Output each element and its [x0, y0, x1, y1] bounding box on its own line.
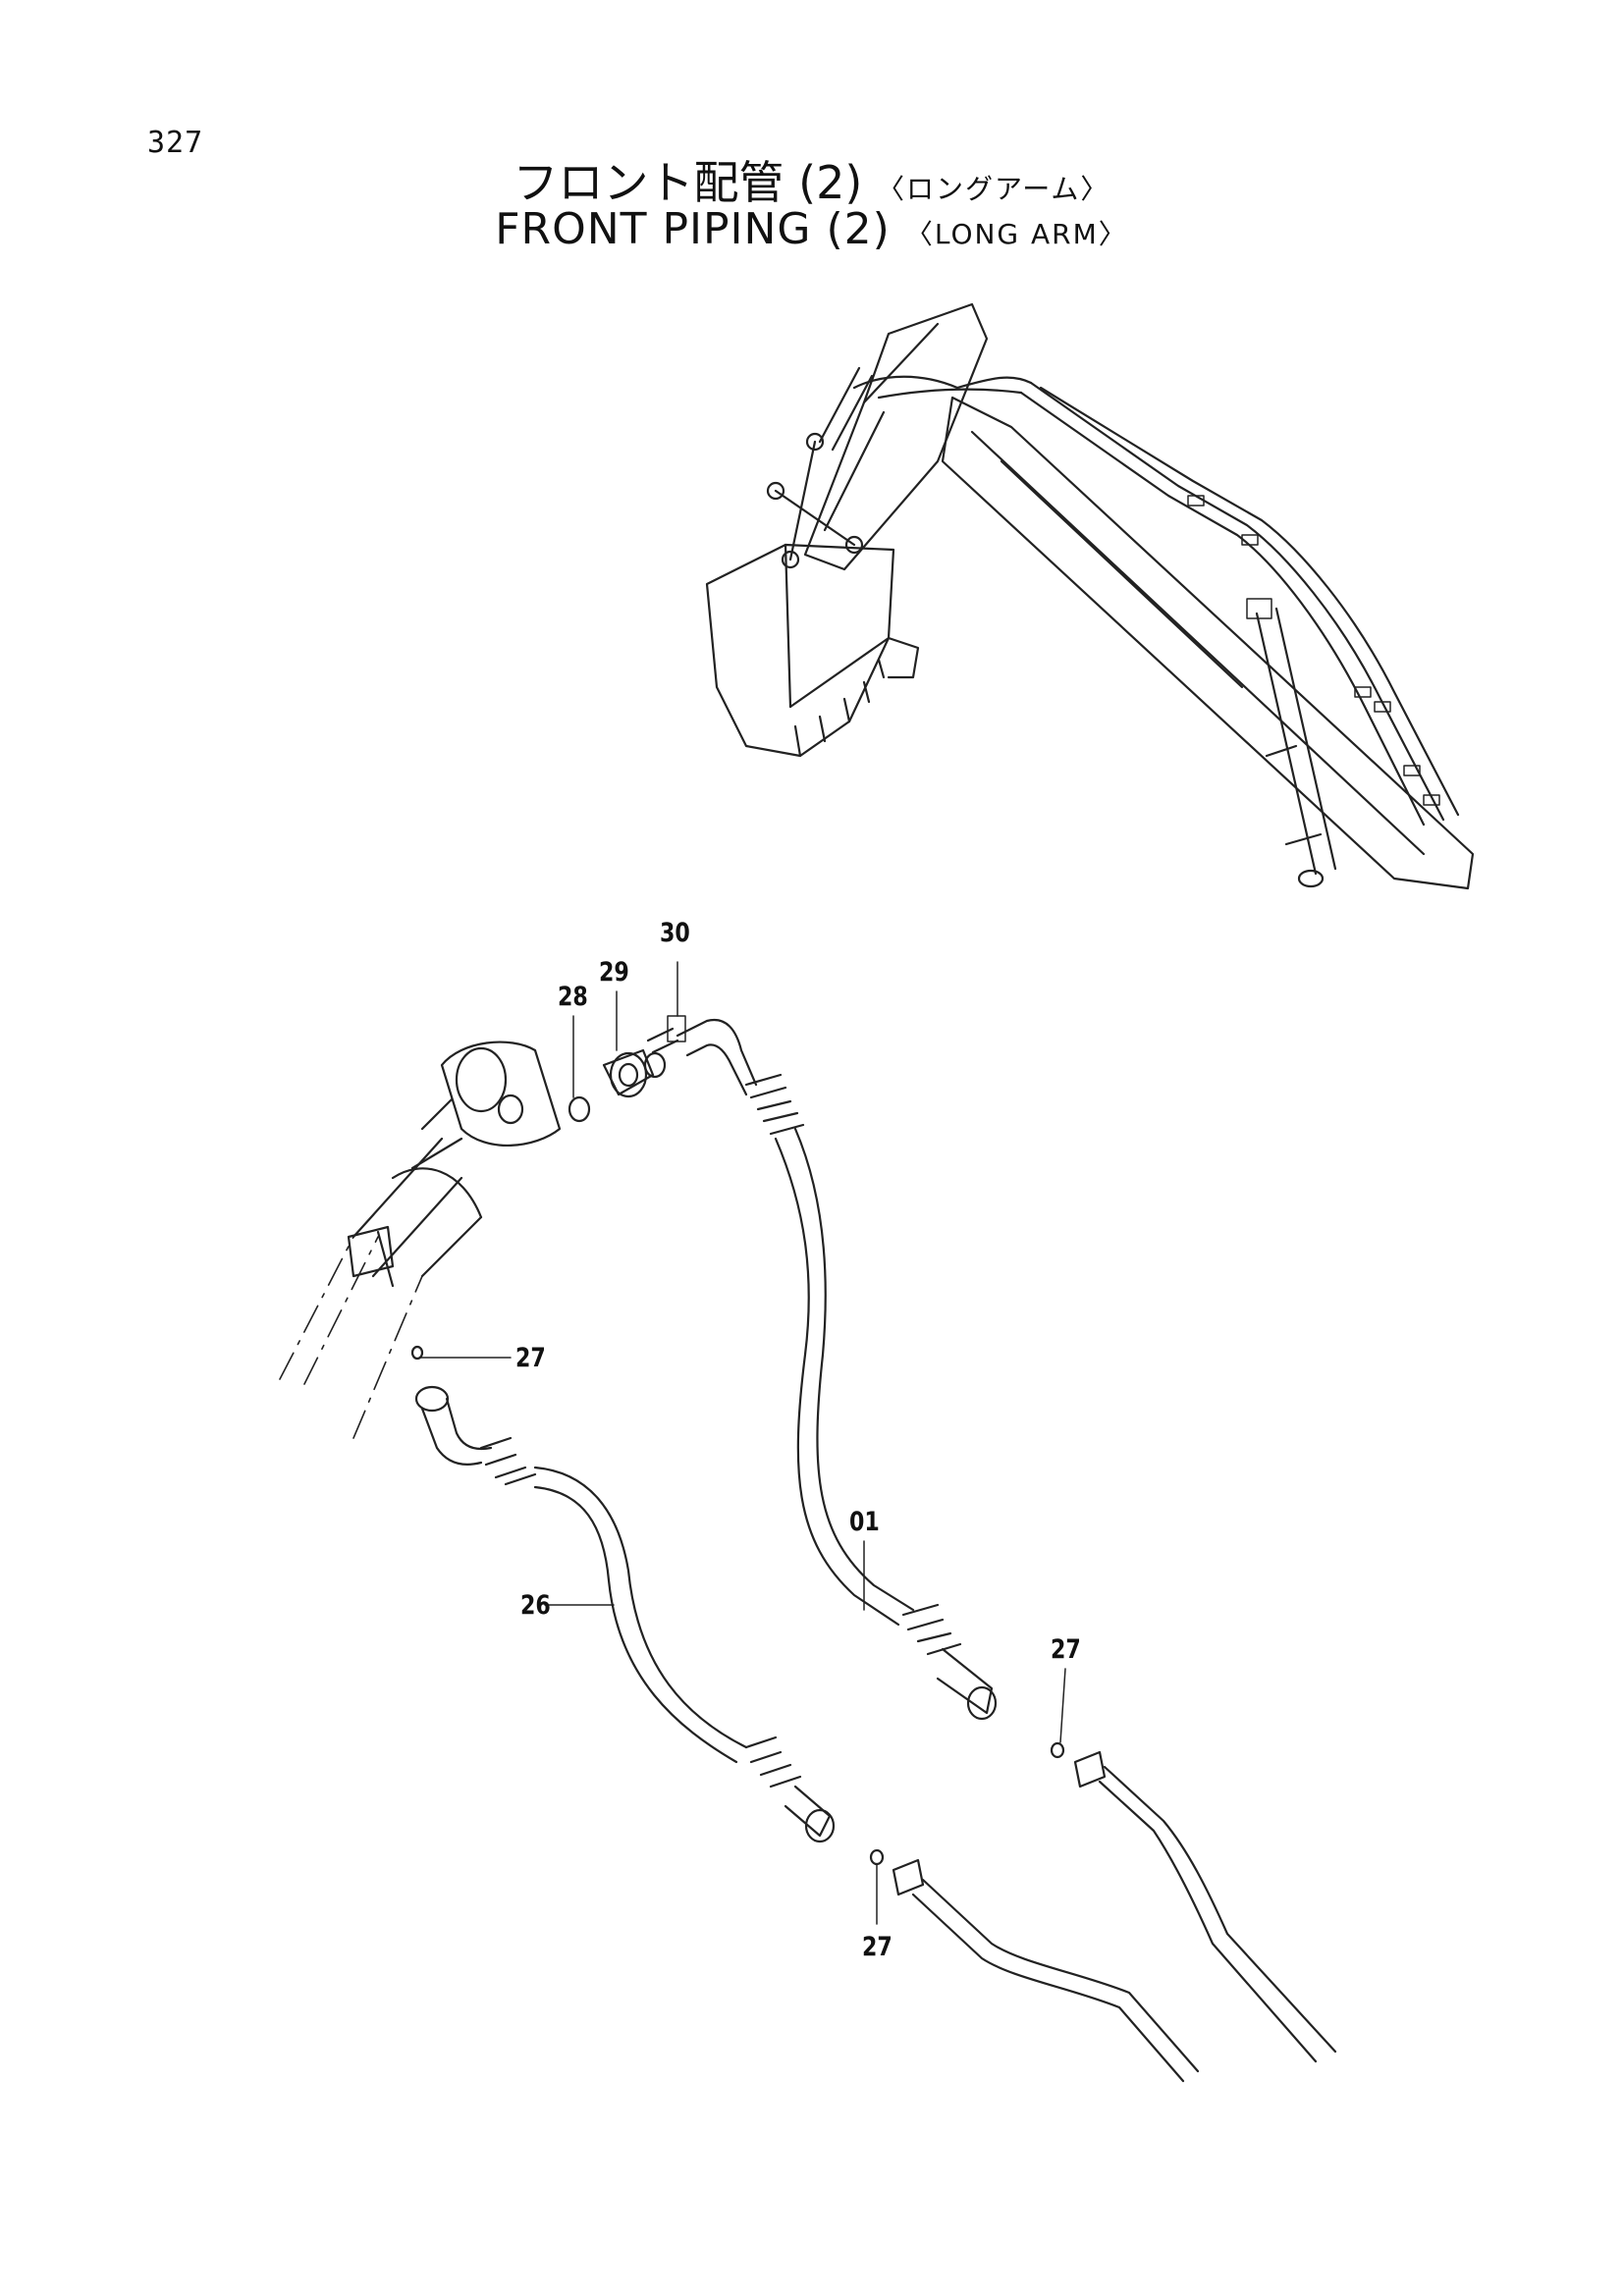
title-japanese-main: フロント配管 (2) [513, 156, 863, 209]
title-english-main: FRONT PIPING (2) [495, 204, 891, 254]
hose-01 [676, 1018, 998, 1721]
o-ring-27-lower [869, 1848, 885, 1866]
pipe-right [1073, 1750, 1337, 2063]
title-english: FRONT PIPING (2) 〈LONG ARM〉 [0, 204, 1623, 254]
o-ring-27-upper [410, 1345, 424, 1361]
title-english-sub: 〈LONG ARM〉 [904, 218, 1128, 250]
callout-27-lower: 27 [862, 1932, 893, 1962]
o-ring-27-right [1050, 1741, 1065, 1759]
callout-28: 28 [558, 982, 588, 1012]
page-number: 327 [147, 126, 204, 160]
overview-excavator-front [705, 302, 1475, 890]
leader-lines [419, 961, 1066, 1925]
callout-29: 29 [599, 957, 629, 988]
title-japanese: フロント配管 (2) 〈ロングアーム〉 [0, 147, 1623, 212]
o-ring-28 [568, 1095, 591, 1123]
callout-30: 30 [660, 918, 690, 948]
callout-27-right: 27 [1051, 1634, 1081, 1665]
cylinder-body [279, 1041, 562, 1439]
bolts-30 [643, 1015, 686, 1079]
split-flange-29 [602, 1048, 655, 1098]
hose-26 [414, 1385, 836, 1843]
callout-26: 26 [520, 1590, 551, 1621]
title-japanese-sub: 〈ロングアーム〉 [876, 173, 1110, 205]
pipe-lower [892, 1858, 1200, 2083]
callout-01: 01 [849, 1507, 880, 1537]
callout-27-upper: 27 [515, 1343, 546, 1373]
